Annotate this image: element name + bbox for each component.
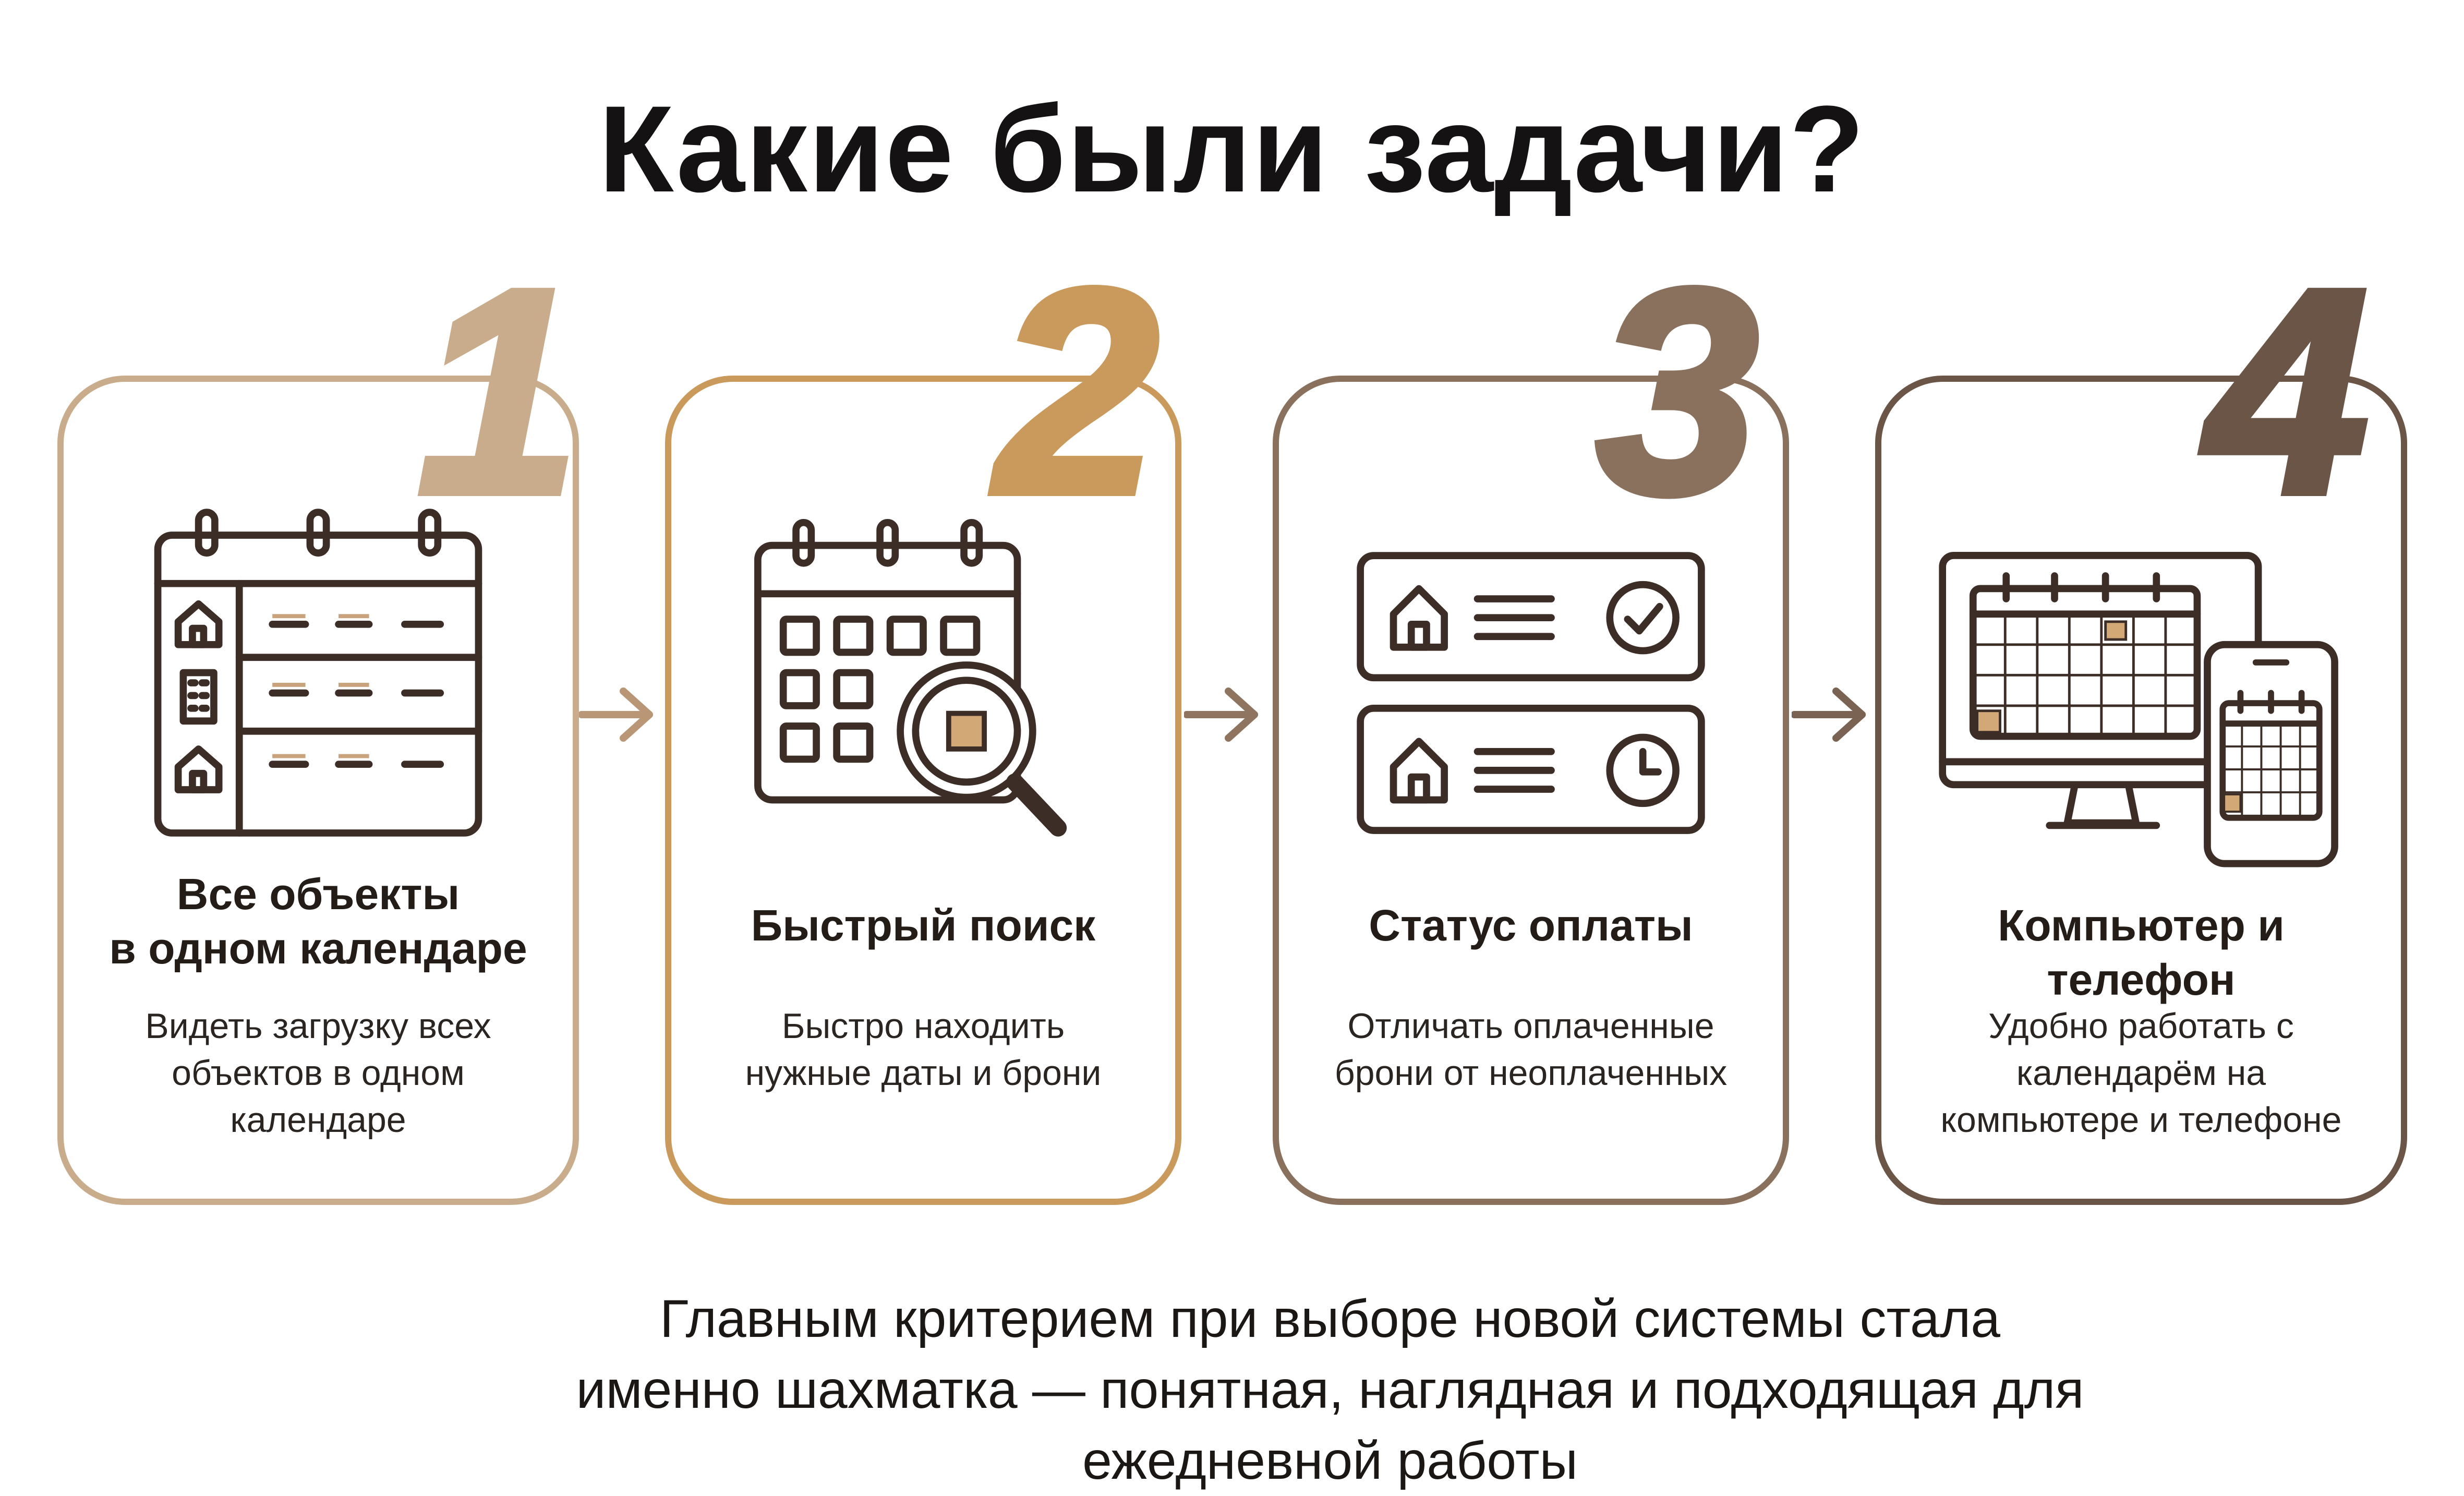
card-1-desc-line3: календаре [230, 1100, 406, 1140]
card-4-title-line1: Компьютер и телефон [1998, 901, 2285, 1004]
card-3-desc-line1: Отличать оплаченные [1347, 1006, 1714, 1046]
footer-text: Главным критерием при выборе новой систе… [365, 1283, 2295, 1496]
arrow-right-icon [579, 683, 657, 746]
card-1-title-line2: в одном календаре [109, 924, 527, 973]
card-3-desc-line2: брони от неоплаченных [1334, 1053, 1728, 1093]
task-card-1: Все объекты в одном календаре Видеть заг… [57, 376, 579, 1205]
card-2-number: 2 [993, 228, 1162, 554]
card-1-title-line1: Все объекты [176, 870, 460, 919]
card-2-desc-line2: нужные даты и брони [745, 1053, 1102, 1093]
footer-line1: Главным критерием при выборе новой систе… [659, 1289, 2001, 1348]
card-2-title-line1: Быстрый поиск [751, 901, 1096, 950]
task-card-2: Быстрый поиск Быстро находить нужные дат… [665, 376, 1181, 1205]
card-1-desc-line1: Видеть загрузку всех [145, 1006, 491, 1046]
task-card-4: Компьютер и телефон Удобно работать с ка… [1875, 376, 2407, 1205]
card-4-desc-line2: календарём на [2016, 1053, 2266, 1093]
arrow-right-icon [1792, 683, 1870, 746]
card-4-number: 4 [2203, 228, 2372, 554]
payment-status-icon [1279, 491, 1783, 961]
calendar-search-icon [671, 491, 1175, 961]
footer-line3: ежедневной работы [1082, 1431, 1578, 1490]
card-1-desc-line2: объектов в одном [172, 1053, 465, 1093]
card-4-desc-line3: компьютере и телефоне [1940, 1100, 2342, 1140]
card-2-desc-line1: Быстро находить [781, 1006, 1065, 1046]
calendar-with-houses-icon [64, 491, 573, 961]
footer-line2: именно шахматка — понятная, наглядная и … [576, 1360, 2084, 1419]
card-3-title-line1: Статус оплаты [1369, 901, 1693, 950]
task-card-3: Статус оплаты Отличать оплаченные брони … [1273, 376, 1789, 1205]
page-title: Какие были задачи? [598, 80, 1866, 218]
card-3-number: 3 [1592, 228, 1762, 554]
arrow-right-icon [1184, 683, 1262, 746]
desktop-and-phone-icon [1881, 491, 2401, 961]
card-1-number: 1 [414, 228, 583, 554]
card-4-desc-line1: Удобно работать с [1988, 1006, 2294, 1046]
